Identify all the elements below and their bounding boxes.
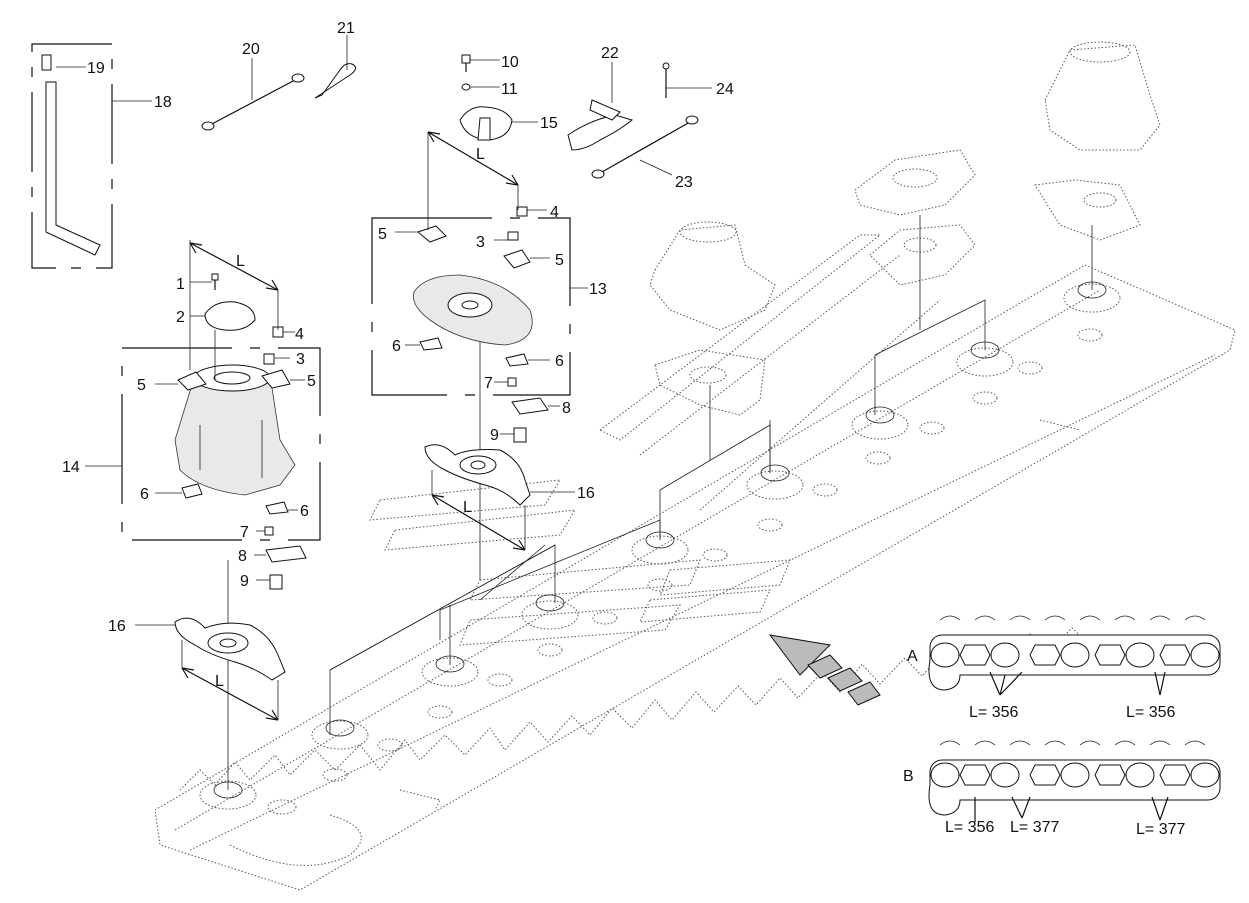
callout-3: 3: [296, 351, 305, 368]
callout-5: 5: [307, 373, 316, 390]
callout-19: 19: [87, 60, 105, 77]
callout-2: 2: [176, 309, 185, 326]
part-16-lower: [135, 617, 286, 721]
box-13: [371, 131, 588, 396]
callout-7: 7: [484, 375, 493, 392]
callout-14: 14: [62, 459, 80, 476]
callout-22: 22: [601, 45, 619, 62]
part-22-bracket: [567, 62, 634, 151]
part-4-nut: [516, 206, 528, 217]
center-hardware: [494, 377, 560, 443]
dimension-l: L: [463, 499, 472, 516]
callout-6: 6: [140, 486, 149, 503]
callout-1: 1: [176, 276, 185, 293]
part-16-upper: [424, 444, 575, 551]
callout-6: 6: [555, 353, 564, 370]
callout-13: 13: [589, 281, 607, 298]
part-23-cable: [591, 115, 699, 179]
callout-6: 6: [300, 503, 309, 520]
callout-8: 8: [238, 548, 247, 565]
callout-15: 15: [540, 115, 558, 132]
callout-7: 7: [240, 524, 249, 541]
callout-3: 3: [476, 234, 485, 251]
callout-8: 8: [562, 400, 571, 417]
part-6-knife-a: [181, 483, 203, 499]
inset-b-dim-right: L= 377: [1136, 821, 1185, 838]
inset-b-rotors: [930, 762, 1220, 788]
inset-a: [928, 615, 1221, 696]
rotor-2: [311, 719, 403, 782]
rotor-7: [851, 406, 945, 465]
direction-arrow: [768, 634, 881, 706]
part-5-knife-b: [261, 369, 291, 389]
part-3-nut: [507, 231, 519, 241]
inset-a-label: A: [907, 648, 918, 665]
part-6-knife-b: [265, 501, 289, 515]
callout-9: 9: [240, 573, 249, 590]
part-18-box: [31, 43, 152, 269]
part-20-cable: [201, 58, 305, 131]
callout-4: 4: [295, 326, 304, 343]
callout-9: 9: [490, 427, 499, 444]
callout-24: 24: [716, 81, 734, 98]
dimension-l: L: [236, 253, 245, 270]
connector-lines: [227, 215, 1093, 790]
callout-20: 20: [242, 41, 260, 58]
rotor-3: [421, 655, 513, 719]
part-10-bolt: [461, 54, 500, 72]
rotor-8: [956, 341, 1043, 405]
part-6-knife-left: [419, 337, 443, 351]
part-5-knife-right: [503, 249, 531, 269]
inset-b-label: B: [903, 768, 914, 785]
dimension-labels: L L L L: [215, 146, 485, 690]
inset-a-rotors: [930, 642, 1220, 668]
callout-16: 16: [108, 618, 126, 635]
rotor-6: [746, 464, 838, 532]
callout-16: 16: [577, 485, 595, 502]
part-6-knife-right: [505, 353, 529, 367]
callout-18: 18: [154, 94, 172, 111]
part-21-clip: [314, 35, 356, 99]
callout-5: 5: [555, 252, 564, 269]
part-18-bar: [45, 81, 101, 256]
part-19-plate: [41, 54, 52, 71]
callout-4: 4: [550, 204, 559, 221]
part-3-nut: [263, 353, 275, 365]
inset-a-dim-right: L= 356: [1126, 704, 1175, 721]
box-14: [85, 240, 321, 541]
callout-21: 21: [337, 20, 355, 37]
rotor-4: [521, 594, 618, 657]
part-11-washer: [461, 83, 500, 91]
rotor-1: [199, 780, 297, 815]
callout-11: 11: [501, 81, 518, 98]
inset-a-dim-left: L= 356: [969, 704, 1018, 721]
rotor-9: [1063, 281, 1121, 342]
inset-b-dim-left: L= 356: [945, 819, 994, 836]
part-5-knife-left: [416, 225, 447, 243]
callout-5: 5: [137, 377, 146, 394]
callout-23: 23: [675, 174, 693, 191]
part-24-pin: [662, 62, 712, 98]
callout-5: 5: [378, 226, 387, 243]
callout-10: 10: [501, 54, 519, 71]
inset-b-dim-mid: L= 377: [1010, 819, 1059, 836]
part-15-hub: [459, 106, 538, 141]
bar-rotors: [199, 281, 1121, 815]
dimension-l: L: [476, 146, 485, 163]
part-5-knife-a: [177, 371, 207, 391]
inset-b: [928, 740, 1221, 822]
inset-labels: A L= 356 L= 356 B L= 356 L= 377 L= 377: [903, 648, 1185, 838]
callout-labels: 1 2 3 3 4 4 5 5 5 5 6 6 6 6 7 7 8 8 9 9 …: [62, 20, 734, 635]
callout-6: 6: [392, 338, 401, 355]
dimension-l: L: [215, 673, 224, 690]
left-hardware: [254, 526, 307, 590]
